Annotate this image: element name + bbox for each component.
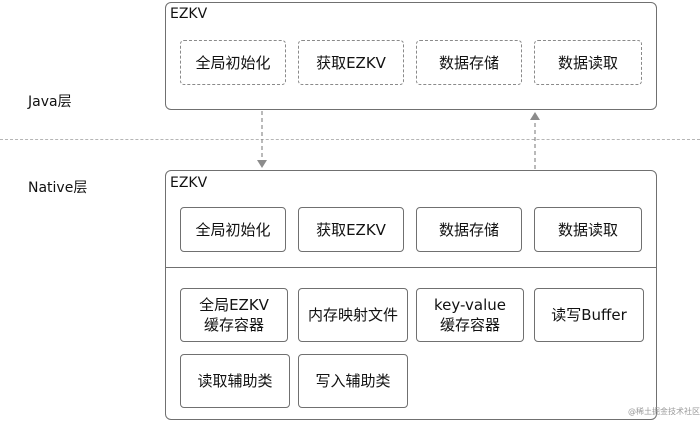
native-data-store-box: 数据存储 [416, 207, 522, 252]
up-arrow [530, 112, 540, 169]
write-helper-label: 写入辅助类 [315, 372, 391, 390]
native-panel-title: EZKV [170, 175, 208, 191]
java-panel-title: EZKV [170, 6, 208, 22]
down-arrow [257, 111, 267, 168]
rw-buffer-label: 读写Buffer [551, 306, 627, 324]
java-layer-label: Java层 [28, 94, 72, 110]
native-panel-divider [165, 267, 657, 268]
mmap-file-box: 内存映射文件 [298, 288, 408, 342]
kv-cache-container-box: key-value 缓存容器 [416, 288, 524, 342]
kv-cache-container-line2: 缓存容器 [439, 316, 500, 334]
write-helper-box: 写入辅助类 [298, 354, 408, 408]
native-layer-label: Native层 [28, 180, 88, 196]
java-data-store-box: 数据存储 [416, 40, 522, 85]
kv-cache-container-line1: key-value [434, 296, 506, 314]
watermark: @稀土掘金技术社区 [628, 407, 700, 416]
layer-separator [0, 139, 700, 140]
native-get-ezkv-box: 获取EZKV [298, 207, 404, 252]
java-data-read-box: 数据读取 [534, 40, 642, 85]
global-cache-container-line2: 缓存容器 [203, 316, 264, 334]
read-helper-label: 读取辅助类 [197, 372, 273, 390]
native-data-read-box: 数据读取 [534, 207, 642, 252]
global-cache-container-line1: 全局EZKV [199, 296, 269, 314]
global-cache-container-box: 全局EZKV 缓存容器 [180, 288, 288, 342]
native-global-init-box: 全局初始化 [180, 207, 286, 252]
rw-buffer-box: 读写Buffer [534, 288, 644, 342]
read-helper-box: 读取辅助类 [180, 354, 290, 408]
java-get-ezkv-box: 获取EZKV [298, 40, 404, 85]
java-global-init-box: 全局初始化 [180, 40, 286, 85]
mmap-file-label: 内存映射文件 [307, 306, 398, 324]
